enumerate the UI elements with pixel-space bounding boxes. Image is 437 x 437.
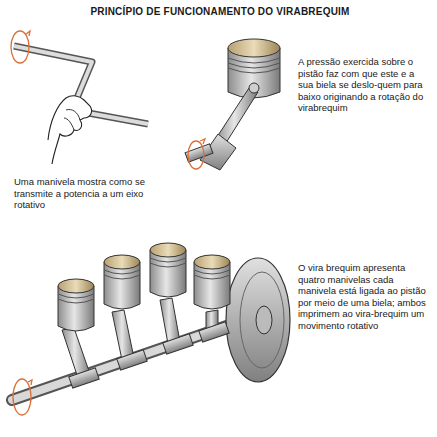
hand-crank	[11, 31, 148, 164]
diagram-title: PRINCÍPIO DE FUNCIONAMENTO DO VIRABREQUI…	[60, 6, 380, 18]
four-piston-crankshaft	[12, 243, 290, 415]
crankshaft-caption: O vira brequim apresenta quatro manivela…	[298, 262, 426, 331]
crank-caption: Uma manivela mostra como se transmite a …	[14, 176, 164, 211]
piston-caption: A pressão exercida sobre o pistão faz co…	[298, 56, 426, 114]
single-piston	[185, 39, 280, 170]
